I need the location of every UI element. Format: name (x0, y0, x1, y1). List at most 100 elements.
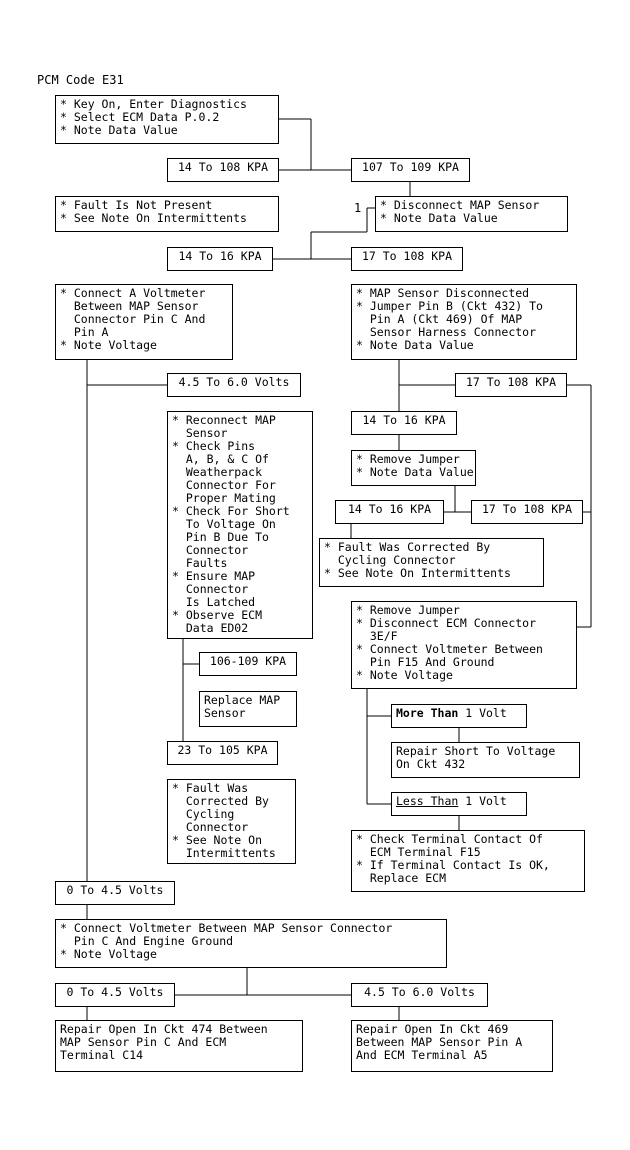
box-text-line: Connector For (172, 478, 276, 492)
box-text-line: Sensor (172, 426, 228, 440)
result-17-to-108-kpa: 17 To 108 KPA (351, 247, 463, 271)
box-text-line: Sensor Harness Connector (356, 325, 537, 339)
box-text-line: Corrected By (172, 794, 269, 808)
box-text-line: Between MAP Sensor Pin A (356, 1035, 523, 1049)
loop-marker-label: 1 (354, 201, 362, 215)
box-text-rest: 1 Volt (458, 794, 507, 808)
box-text-line: Repair Open In Ckt 469 (356, 1022, 509, 1036)
box-text-line: Terminal C14 (60, 1048, 144, 1062)
box-text-rest: 1 Volt (458, 706, 507, 720)
box-text-line: * See Note On Intermittents (324, 566, 511, 580)
box-text-line: On Ckt 432 (396, 757, 466, 771)
box-text-line: A, B, & C Of (172, 452, 269, 466)
box-text-line: * Connect Voltmeter Between MAP Sensor C… (60, 921, 393, 935)
step-jumper-pin-b-to-pin-a: * MAP Sensor Disconnected* Jumper Pin B … (351, 284, 577, 360)
box-text-line: * Ensure MAP (172, 569, 256, 583)
step-connect-voltmeter-pin-c-pin-a: * Connect A Voltmeter Between MAP Sensor… (55, 284, 233, 360)
box-text-line: ECM Terminal F15 (356, 845, 481, 859)
box-text-line: * Connect A Voltmeter (60, 286, 206, 300)
result-107-to-109-kpa: 107 To 109 KPA (351, 158, 470, 182)
box-text-line: To Voltage On (172, 517, 276, 531)
box-text-line: Replace ECM (356, 871, 447, 885)
result-17-to-108-kpa-after-removal: 17 To 108 KPA (471, 500, 583, 524)
box-text-line: 23 To 105 KPA (177, 743, 268, 757)
box-text-line: Cycling Connector (324, 553, 456, 567)
box-text-line: * Disconnect ECM Connector (356, 616, 537, 630)
underlined-emphasis-text: Less Than (396, 794, 459, 808)
box-text-line: 17 To 108 KPA (465, 375, 556, 389)
box-text-line: * Note Data Value (380, 211, 498, 225)
action-check-terminal-contact-f15: * Check Terminal Contact Of ECM Terminal… (351, 830, 585, 892)
box-text-line: * Remove Jumper (356, 452, 460, 466)
box-text-line: Weatherpack (172, 465, 263, 479)
box-text-line: * Check Terminal Contact Of (356, 832, 543, 846)
result-0-to-4-5-volts: 0 To 4.5 Volts (55, 881, 175, 905)
box-text-line: * Fault Was (172, 781, 249, 795)
box-text-line: * Reconnect MAP (172, 413, 276, 427)
step-remove-jumper-note-data: * Remove Jumper* Note Data Value (351, 450, 476, 486)
box-text-line: * Jumper Pin B (Ckt 432) To (356, 299, 543, 313)
box-text-line: Pin C And Engine Ground (60, 934, 234, 948)
box-text-line: 4.5 To 6.0 Volts (178, 375, 290, 389)
box-text-line: Pin B Due To (172, 530, 269, 544)
box-text-line: 17 To 108 KPA (361, 249, 452, 263)
result-more-than-1-volt: More Than 1 Volt (391, 704, 527, 728)
box-text-line: Proper Mating (172, 491, 276, 505)
box-text-line: * MAP Sensor Disconnected (356, 286, 530, 300)
step-key-on-enter-diagnostics: * Key On, Enter Diagnostics* Select ECM … (55, 95, 279, 144)
step-connect-voltmeter-engine-ground: * Connect Voltmeter Between MAP Sensor C… (55, 919, 447, 968)
box-text-line: Sensor (204, 706, 246, 720)
box-text-line: Repair Short To Voltage (396, 744, 556, 758)
box-text-line: * Disconnect MAP Sensor (380, 198, 540, 212)
box-text-line: 3E/F (356, 629, 398, 643)
box-text-line: * Fault Is Not Present (60, 198, 213, 212)
action-reconnect-map-sensor-check-pins: * Reconnect MAP Sensor* Check Pins A, B,… (167, 411, 313, 639)
result-less-than-1-volt: Less Than 1 Volt (391, 792, 527, 816)
box-text-line: Pin A (60, 325, 109, 339)
action-fault-corrected-cycling-connector: * Fault Was Corrected By Cycling Connect… (167, 779, 296, 864)
box-text-line: Pin F15 And Ground (356, 655, 495, 669)
box-text-line: Faults (172, 556, 228, 570)
box-text-line: Cycling (172, 807, 235, 821)
box-text-line: Between MAP Sensor (60, 299, 199, 313)
result-106-109-kpa: 106-109 KPA (199, 652, 297, 676)
box-text-line: * Check Pins (172, 439, 256, 453)
bold-emphasis-text: More Than (396, 706, 459, 720)
box-text-line: Connector (172, 582, 249, 596)
box-text-line: MAP Sensor Pin C And ECM (60, 1035, 227, 1049)
box-text-line: Pin A (Ckt 469) Of MAP (356, 312, 523, 326)
box-text-line: * Select ECM Data P.0.2 (60, 110, 220, 124)
box-text-line: 106-109 KPA (209, 654, 287, 668)
box-text-line: More Than 1 Volt (396, 707, 522, 720)
box-text-line: * Observe ECM (172, 608, 263, 622)
box-text-line: * Note Data Value (356, 338, 474, 352)
box-text-line: 4.5 To 6.0 Volts (364, 985, 475, 999)
box-text-line: 0 To 4.5 Volts (66, 883, 164, 897)
box-text-line: * Note Voltage (356, 668, 453, 682)
box-text-line: Is Latched (172, 595, 256, 609)
result-4-5-to-6-0-volts-ground: 4.5 To 6.0 Volts (351, 983, 488, 1007)
box-text-line: * See Note On (172, 833, 263, 847)
box-text-line: * Note Data Value (60, 123, 178, 137)
box-text-line: * Note Data Value (356, 465, 474, 479)
result-23-to-105-kpa: 23 To 105 KPA (167, 741, 278, 765)
diagram-title: PCM Code E31 (37, 73, 124, 87)
box-text-line: * Fault Was Corrected By (324, 540, 491, 554)
result-14-to-16-kpa: 14 To 16 KPA (167, 247, 273, 271)
box-text-line: * Check For Short (172, 504, 290, 518)
result-14-to-16-kpa-jumpered: 14 To 16 KPA (351, 411, 457, 435)
box-text-line: And ECM Terminal A5 (356, 1048, 488, 1062)
box-text-line: Replace MAP (204, 693, 281, 707)
result-14-to-108-kpa: 14 To 108 KPA (167, 158, 279, 182)
box-text-line: 14 To 16 KPA (178, 249, 262, 263)
box-text-line: 14 To 16 KPA (362, 413, 446, 427)
box-text-line: Less Than 1 Volt (396, 795, 522, 808)
action-fault-corrected-by-cycling: * Fault Was Corrected By Cycling Connect… (319, 538, 544, 587)
box-text-line: * Key On, Enter Diagnostics (60, 97, 247, 111)
box-text-line: Connector (172, 543, 249, 557)
box-text-line: * See Note On Intermittents (60, 211, 247, 225)
